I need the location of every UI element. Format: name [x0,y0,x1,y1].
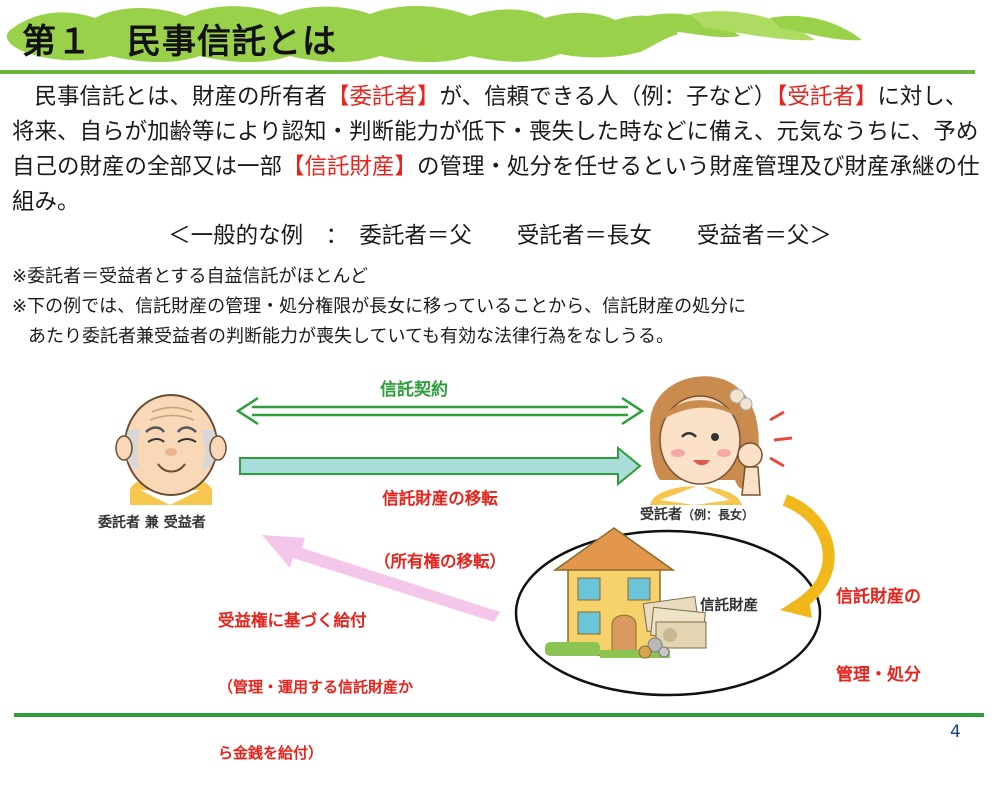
property-transfer-line1: 信託財産の移転 [382,489,498,508]
house-icon [545,527,676,658]
trustee-term: 【受託者】 [776,84,878,110]
trustee-label: 受託者（例：長女） [640,504,754,524]
definition-paragraph: 民事信託とは、財産の所有者【委託者】が、信頼できる人（例：子など）【受託者】に対… [12,80,987,220]
trustee-label-example: （例：長女） [682,508,755,522]
trust-property-label: 信託財産 [700,598,758,614]
benefit-line2: （管理・運用する信託財産か [218,678,414,696]
daughter-icon [650,376,793,505]
money-icon [638,595,707,659]
definition-text-1: 民事信託とは、財産の所有者 [12,84,328,110]
trust-property-term: 【信託財産】 [282,154,418,180]
settlor-beneficiary-label: 委託者 兼 受益者 [98,515,206,531]
benefit-label: 受益権に基づく給付 （管理・運用する信託財産か ら金銭を給付） [218,566,413,786]
definition-text-2: が、信頼できる人（例：子など） [439,84,777,110]
trust-contract-arrow [235,396,645,426]
note-example-line1: ※下の例では、信託財産の管理・処分権限が長女に移っていることから、信託財産の処分… [12,296,747,317]
settlor-term: 【委託者】 [327,84,440,110]
benefit-line3: ら金銭を給付） [218,744,324,762]
title-banner [6,5,862,63]
note-self-benefit: ※委託者＝受益者とする自益信託がほとんど [12,266,368,287]
note-example-line2: あたり委託者兼受益者の判断能力が喪失していても有効な法律行為をなしうる。 [28,326,675,347]
manage-arrow [782,494,835,610]
benefit-arrow [262,535,500,622]
benefit-line1: 受益権に基づく給付 [218,611,367,630]
trustee-label-main: 受託者 [640,507,682,523]
page-number: 4 [950,722,961,742]
property-transfer-line2: （所有権の移転） [374,552,506,571]
definition-text-4: の管理・処分を任せるという財産管理及び財産承継の仕組み。 [12,154,980,215]
management-line1: 信託財産の [836,587,921,607]
trust-contract-label: 信託契約 [380,380,448,400]
general-example: ＜一般的な例 ： 委託者＝父 受託者＝長女 受益者＝父＞ [168,223,832,249]
management-line2: 管理・処分 [836,665,921,685]
definition-text-3: に対し、将来、自らが加齢等により認知・判断能力が低下・喪失した時などに備え、元気… [12,84,979,180]
transfer-arrow [239,445,642,487]
page-title: 第１ 民事信託とは [22,22,337,62]
elderly-man-icon [115,394,227,505]
title-underline [0,70,975,74]
management-label: 信託財産の 管理・処分 [836,532,921,714]
property-transfer-label: 信託財産の移転 （所有権の移転） [340,446,540,593]
trust-diagram [115,376,835,697]
footer-rule [14,713,984,717]
